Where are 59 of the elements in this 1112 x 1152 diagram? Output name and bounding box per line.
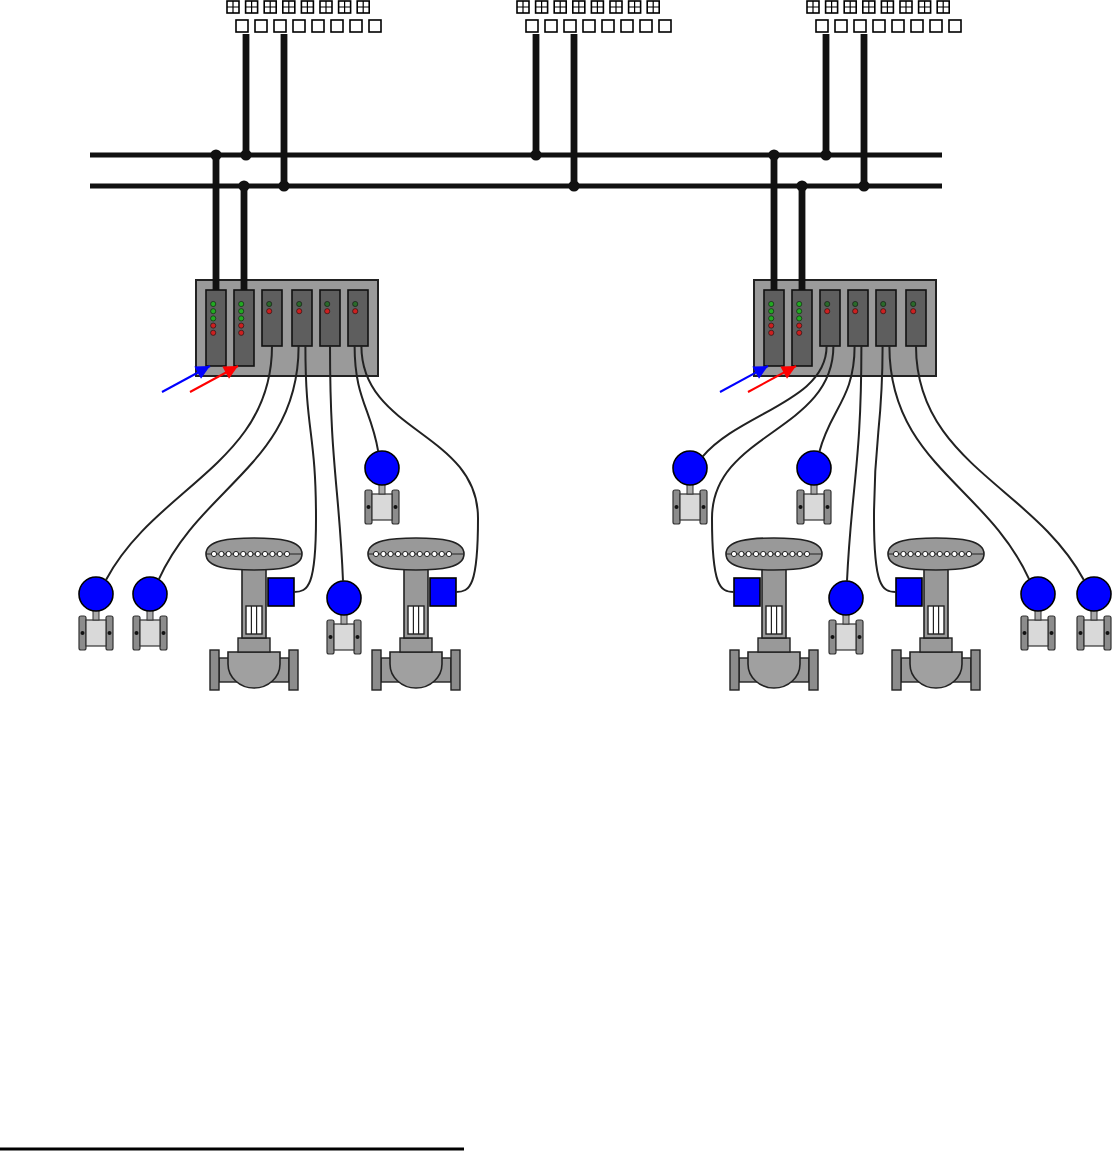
transmitter-icon	[1076, 576, 1112, 651]
network-cable	[242, 34, 250, 153]
rack-module	[347, 289, 369, 347]
rack-module	[233, 289, 255, 367]
network-cable	[570, 34, 578, 184]
rack-module	[875, 289, 897, 347]
signal-cable	[818, 345, 856, 453]
control-valve-icon	[367, 537, 465, 691]
rack-module	[905, 289, 927, 347]
network-cable	[822, 34, 830, 153]
equipment-rack	[753, 279, 937, 377]
rack-module	[261, 289, 283, 347]
transmitter-icon	[326, 580, 362, 655]
network-bus-line	[90, 149, 942, 161]
network-cable	[770, 157, 778, 290]
rack-module	[291, 289, 313, 347]
network-bus-line	[90, 180, 942, 192]
rack-module	[763, 289, 785, 367]
transmitter-icon	[1020, 576, 1056, 651]
network-cable	[798, 188, 806, 290]
keyboard-icon	[516, 0, 672, 33]
signal-cable	[873, 345, 897, 593]
network-cable	[212, 157, 220, 290]
rack-module	[791, 289, 813, 367]
equipment-rack	[195, 279, 379, 377]
control-valve-icon	[725, 537, 823, 691]
control-valve-icon	[887, 537, 985, 691]
keyboard-icon	[806, 0, 962, 33]
transmitter-icon	[78, 576, 114, 651]
network-cable	[280, 34, 288, 184]
signal-cable	[701, 345, 828, 458]
keyboard-icon	[226, 0, 382, 33]
signal-cable	[329, 345, 344, 582]
transmitter-icon	[796, 450, 832, 525]
rack-module	[819, 289, 841, 347]
signal-cable	[915, 345, 1085, 582]
transmitter-icon	[132, 576, 168, 651]
pointer-arrow	[161, 365, 211, 393]
pointer-arrow	[747, 365, 797, 393]
signal-cable	[104, 345, 273, 582]
signal-cable	[157, 345, 300, 581]
signal-cable	[360, 345, 479, 593]
signal-cable	[888, 345, 1031, 581]
rack-module	[847, 289, 869, 347]
rack-module	[205, 289, 227, 367]
transmitter-icon	[364, 450, 400, 525]
network-cable	[532, 34, 540, 153]
control-valve-icon	[205, 537, 303, 691]
signal-cable	[846, 345, 863, 582]
signal-cable	[293, 345, 317, 593]
signal-cable	[711, 345, 835, 593]
signal-cable	[353, 345, 380, 453]
pointer-arrow	[189, 365, 239, 393]
transmitter-icon	[828, 580, 864, 655]
transmitter-icon	[672, 450, 708, 525]
network-cable	[860, 34, 868, 184]
pointer-arrow	[719, 365, 769, 393]
network-cable	[240, 188, 248, 290]
rack-module	[319, 289, 341, 347]
